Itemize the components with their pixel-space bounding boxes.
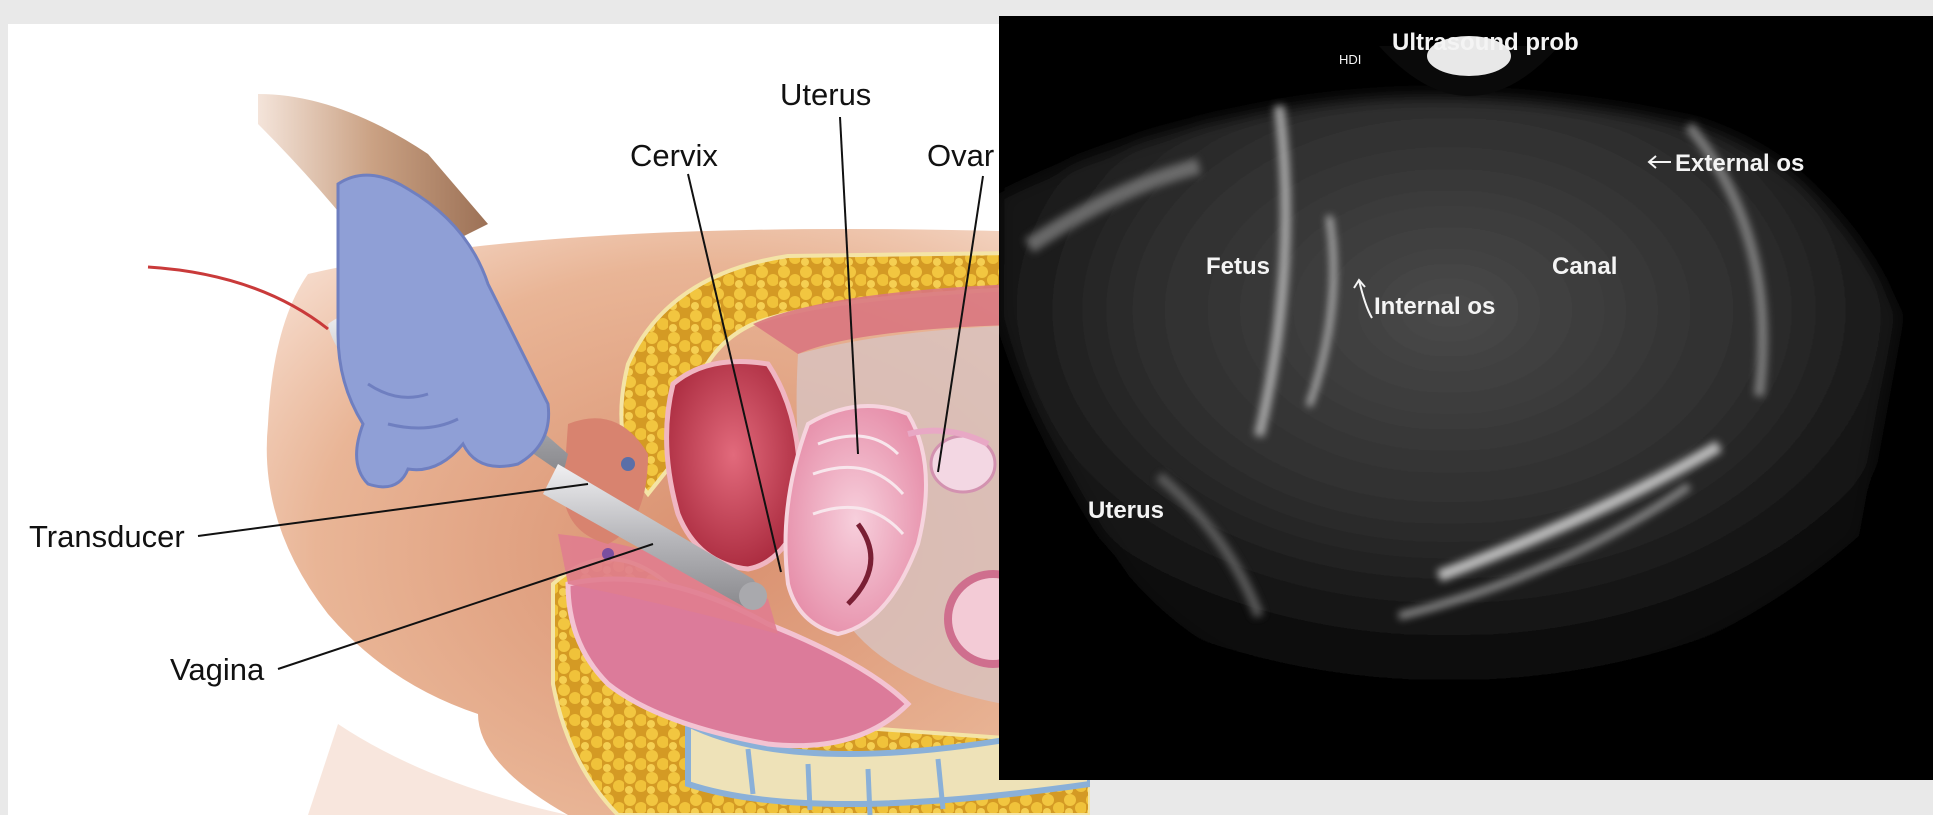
label-vagina: Vagina	[170, 652, 265, 687]
label-external-os: External os	[1675, 150, 1804, 177]
label-fetus: Fetus	[1206, 253, 1270, 280]
label-ultrasound-probe: Ultrasound prob	[1392, 29, 1579, 56]
label-uterus-us: Uterus	[1088, 497, 1164, 524]
ultrasound-image: Ultrasound prob HDI External os Fetus Ca…	[999, 16, 1933, 780]
anatomy-drawing: Uterus Cervix Ovar Transducer Vagina	[8, 24, 1090, 815]
ultrasound-scan: Ultrasound prob HDI External os Fetus Ca…	[999, 16, 1933, 780]
label-ovary: Ovar	[927, 138, 994, 173]
label-cervix: Cervix	[630, 138, 718, 173]
label-uterus: Uterus	[780, 77, 871, 112]
label-hdi-marker: HDI	[1339, 52, 1361, 67]
anatomy-illustration: Uterus Cervix Ovar Transducer Vagina	[8, 24, 1090, 815]
label-internal-os: Internal os	[1374, 293, 1495, 320]
label-canal: Canal	[1552, 253, 1617, 280]
label-transducer: Transducer	[29, 519, 185, 554]
